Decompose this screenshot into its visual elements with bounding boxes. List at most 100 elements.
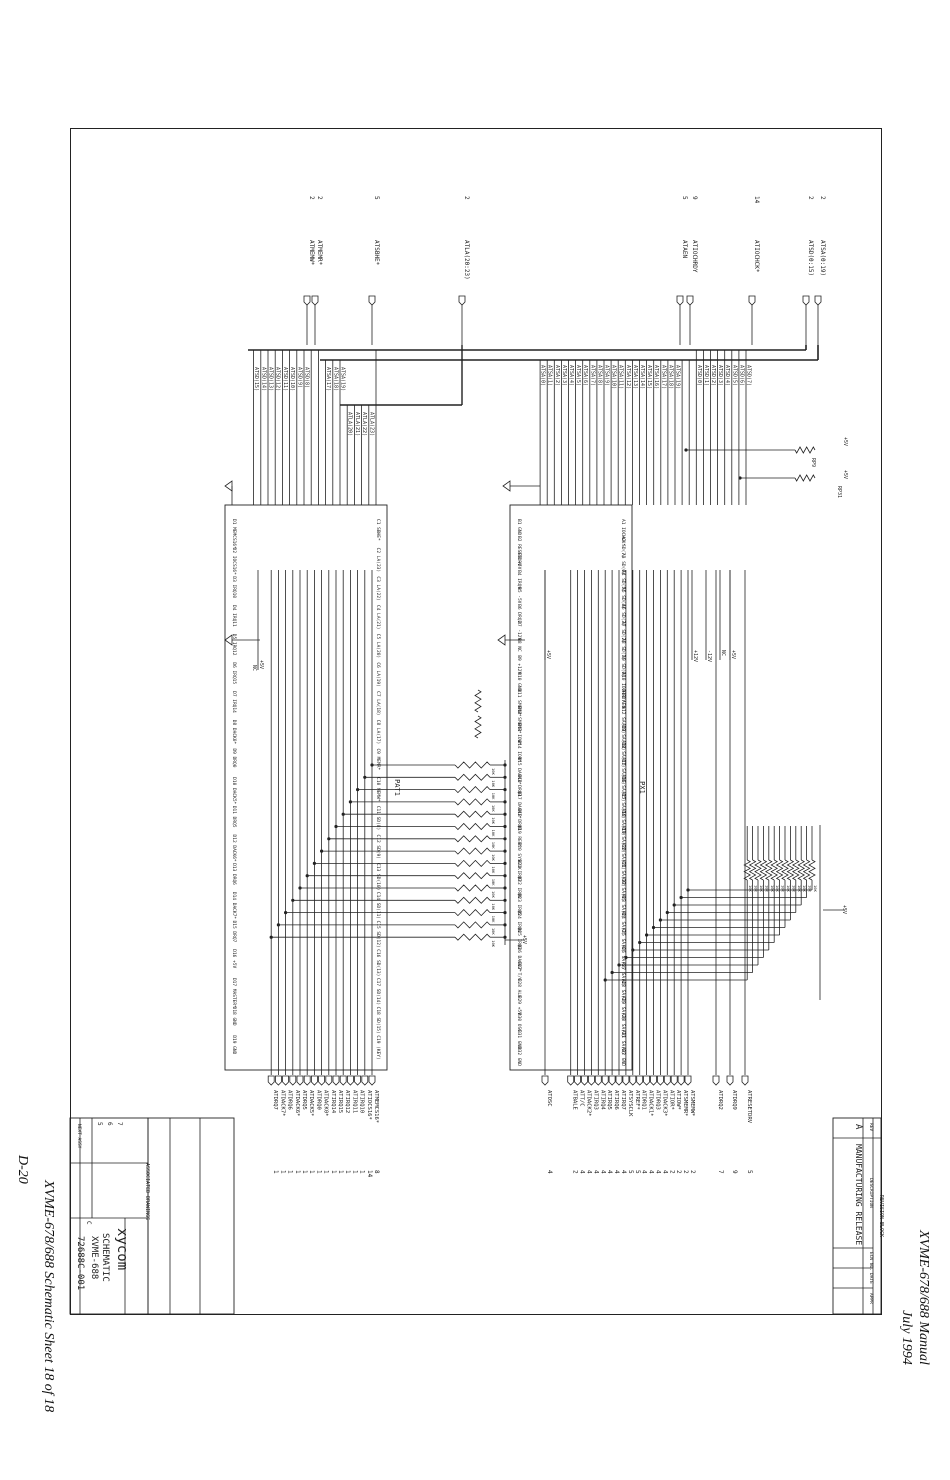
junction-dot [503,911,507,915]
px1-b-pin-label: B10 GND [516,672,522,691]
pullup-resistor [754,859,762,881]
junction-dot [503,812,507,816]
output-sheet-ref: 1 [287,1170,294,1174]
output-offpage-connector [726,1075,734,1086]
input-signal-label: ATAEN [681,240,688,258]
resistor-value: 10K [748,885,753,893]
pat1-c-pin-label: C17 SD(14) [375,978,381,1005]
output-sheet-ref: 2 [572,1170,579,1174]
pat1-net-label: ATLA(22) [361,412,367,436]
output-offpage-connector [594,1075,602,1086]
output-signal-label: ATIOCS16* [366,1090,372,1120]
output-offpage-connector [361,1075,369,1086]
output-signal-label: ATDRQ3 [655,1090,661,1110]
input-sheet-ref: 2 [316,196,323,200]
pullup-resistor [797,859,806,881]
pat1-d-pin-label: D4 IRQ11 [231,605,237,627]
junction-dot [341,812,345,816]
power-label: +12V [692,650,698,662]
px1-a-pin-label: A17 SA(14) [620,792,626,819]
output-signal-label: ATDRQ5 [301,1090,307,1110]
junction-dot [348,800,352,804]
pat1-c-pin-label: C8 LA(17) [375,720,381,744]
output-signal-label: ATREF* [634,1090,640,1110]
pat1-net-label: ATSD(13) [268,367,274,391]
pat1-c-pin-label: C1 SBHE* [375,519,381,541]
px1-b-pin-label: B18 DRQ1 [516,809,522,831]
address-data-net-label: ATSD(5) [731,365,737,386]
px1-a-pin-label: A4 SD(5) [620,570,626,592]
address-data-net-label: ATSA(19) [675,365,681,389]
resistor-value: 10K [491,805,496,813]
px1-a-pin-label: A6 SD(3) [620,604,626,626]
pat1-net-label: ATSA(18) [332,367,338,391]
junction-dot [305,874,309,878]
input-sheet-ref: 9 [691,196,698,200]
output-signal-label: ATSYSCLK [627,1090,633,1117]
connector-pat1-label: PAT1 [393,779,401,796]
pat1-d-pin-label: D14 DACK7* [231,892,237,919]
junction-dot [284,911,288,915]
address-data-net-label: ATSD(4) [724,365,730,386]
power-label: +5V [841,905,847,914]
px1-a-pin-label: A32 GND [620,1047,626,1066]
input-sheet-ref: 14 [753,196,760,204]
output-offpage-connector [581,1075,588,1086]
power-label: +5V [842,470,848,479]
output-sheet-ref: 1 [308,1170,315,1174]
input-sheet-ref: 2 [819,196,826,200]
px1-a-pin-label: A30 SA(1) [620,1013,626,1037]
junction-dot [356,788,360,792]
ground-symbol [502,480,511,492]
output-signal-label: ATSMEMR* [682,1090,688,1117]
output-offpage-connector [296,1075,304,1086]
pat1-net-label: ATSD(15) [253,367,259,391]
px1-a-pin-label: A27 SA(4) [620,962,626,986]
junction-dot [503,763,507,767]
revision-value: A [853,1124,863,1130]
junction-dot [686,888,690,892]
px1-b-pin-label: B7 -12V [516,621,522,640]
address-data-net-label: ATSA(11) [618,365,624,389]
resistor-value: 10K [491,780,496,788]
pullup-resistor [808,859,816,881]
pullup-resistor [474,689,482,713]
resistor-value: 10K [759,885,764,893]
px1-b-pin-label: B22 IRQ6 [516,877,522,899]
input-offpage-connector [458,295,466,306]
px1-b-pin-label: B8 NC [516,638,522,652]
px1-a-pin-label: A14 SA(17) [620,740,626,767]
output-signal-label: ATDACK6* [294,1090,300,1117]
output-offpage-connector [663,1075,671,1086]
junction-dot [603,978,607,982]
address-data-net-label: ATSA(9) [604,365,610,386]
pat1-net-label: ATSD(12) [275,367,281,391]
pat1-net-label: ATSA(19) [340,367,346,391]
drawing-size: C [85,1221,92,1225]
resistor-value: 10K [491,928,496,936]
output-offpage-connector [303,1075,311,1086]
output-signal-label: ATIRQ7 [620,1090,626,1110]
output-signal-label: ATIOW* [675,1090,681,1110]
pullup-resistor [794,446,816,454]
output-sheet-ref: 7 [717,1170,724,1174]
input-sheet-ref: 5 [681,196,688,200]
title-block-ext [147,1117,235,1315]
output-sheet-ref: 1 [315,1170,322,1174]
output-sheet-ref: 5 [634,1170,641,1174]
output-offpage-connector [567,1075,575,1086]
px1-a-pin-label: A20 SA(11) [620,843,626,870]
output-sheet-ref: 9 [731,1170,738,1174]
resistor-value: 10K [808,885,813,893]
pullup-resistor [454,835,491,843]
input-offpage-connector [303,295,311,306]
output-sheet-ref: 2 [675,1170,682,1174]
pat1-d-pin-label: D7 IRQ14 [231,691,237,713]
output-sheet-ref: 1 [337,1170,344,1174]
junction-dot [327,837,331,841]
output-signal-label: ATIRQ12 [344,1090,350,1113]
px1-b-pin-label: B24 IRQ4 [516,911,522,933]
pullup-resistor [454,859,491,867]
address-data-net-label: ATSA(17) [660,365,666,389]
